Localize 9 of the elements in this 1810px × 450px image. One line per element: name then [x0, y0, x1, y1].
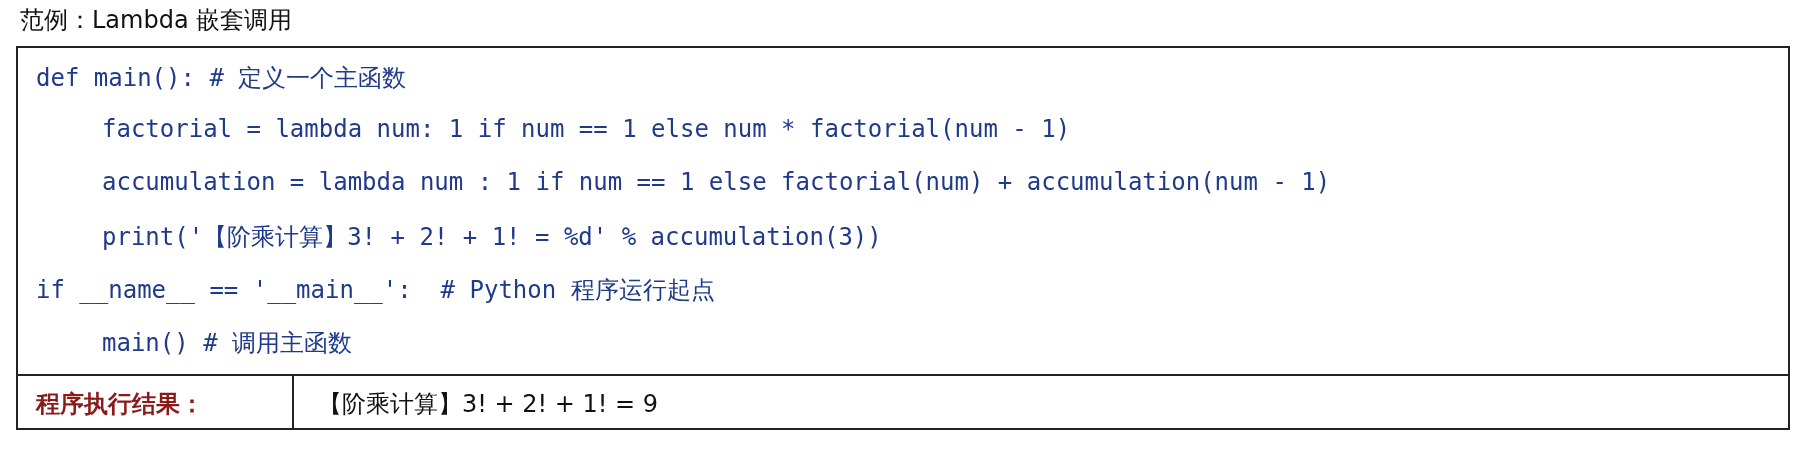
code-line: main() # 调用主函数: [102, 328, 353, 359]
code-line: factorial = lambda num: 1 if num == 1 else num * factorial(num - 1): [102, 115, 1071, 143]
result-label: 程序执行结果：: [18, 376, 294, 428]
code-line: def main(): # 定义一个主函数: [36, 63, 407, 94]
code-line: print('【阶乘计算】3! + 2! + 1! = %d' % accumulation(3)): [102, 222, 882, 253]
heading: 范例：Lambda 嵌套调用: [20, 5, 293, 36]
code-line: accumulation = lambda num : 1 if num == 1 else factorial(num) + accumulation(num - 1): [102, 168, 1331, 196]
result-output: 【阶乘计算】3! + 2! + 1! = 9: [317, 389, 660, 420]
code-line: if __name__ == '__main__': # Python 程序运行起点: [36, 275, 715, 306]
